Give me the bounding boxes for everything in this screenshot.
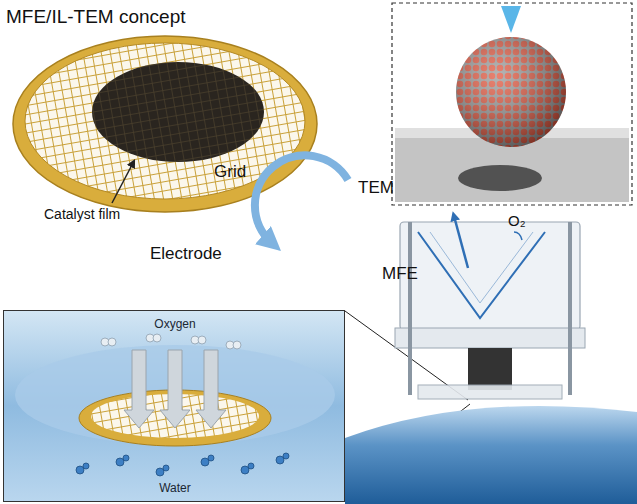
part-label: TEM [358, 178, 394, 198]
part-label: O₂ [508, 212, 526, 229]
inset-label: Water [159, 481, 191, 495]
part-label: MFE [382, 264, 418, 284]
inset-label: Oxygen [154, 317, 195, 331]
part-label: Electrode [150, 244, 222, 264]
part-label: Catalyst film [44, 206, 120, 222]
diagram-title: MFE/IL-TEM concept [6, 6, 186, 28]
part-label: Grid [214, 162, 246, 182]
inset-panel: OxygenWater [3, 310, 345, 502]
